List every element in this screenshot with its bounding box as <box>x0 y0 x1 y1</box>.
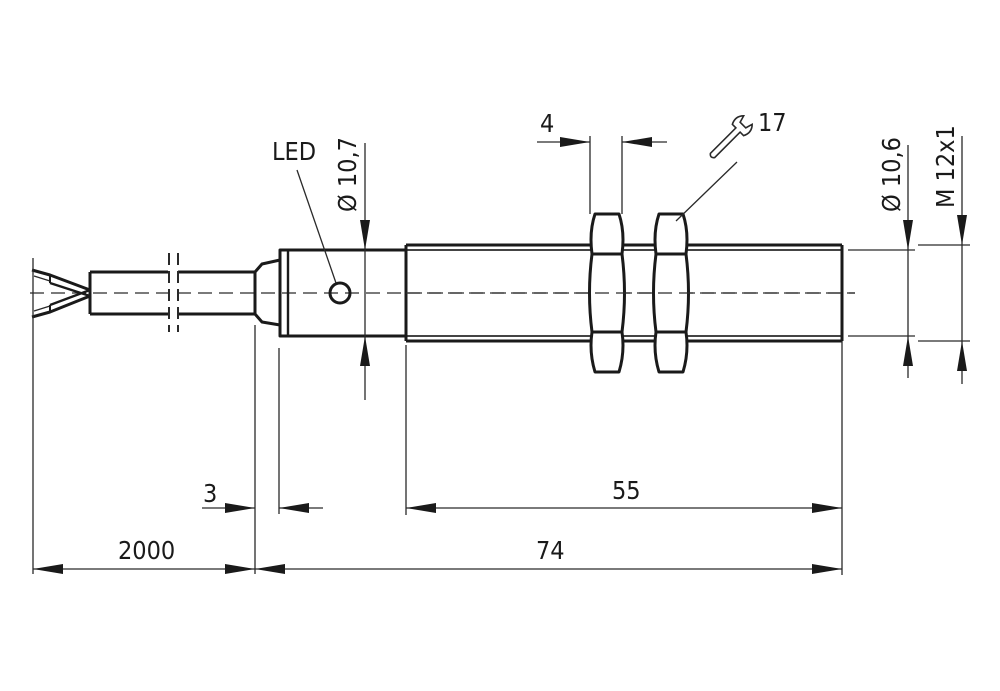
wrench-size-label: 17 <box>758 108 787 137</box>
cable-gland <box>253 258 281 327</box>
dim-nut-width: 4 <box>537 109 667 214</box>
offset-label: 3 <box>203 479 217 508</box>
led-label: LED <box>272 137 316 166</box>
thread-length-label: 55 <box>612 476 641 505</box>
wrench-icon <box>709 115 753 159</box>
nut-width-label: 4 <box>540 109 554 138</box>
dim-diameter-front: Ø 10,6 <box>877 137 913 378</box>
led-leader <box>296 169 337 284</box>
total-length-label: 74 <box>536 536 565 565</box>
cable-wires <box>31 268 91 319</box>
diameter-housing-label: Ø 10,7 <box>333 137 362 212</box>
dim-cable-length: 2000 <box>33 536 255 574</box>
cable-length-label: 2000 <box>118 536 175 565</box>
diameter-front-label: Ø 10,6 <box>877 137 906 212</box>
dim-total-length: 74 <box>255 536 842 574</box>
wrench-leader <box>675 161 738 222</box>
cable-jacket <box>88 253 255 332</box>
led-indicator <box>328 281 352 305</box>
dim-diameter-housing: Ø 10,7 <box>333 137 370 400</box>
dim-offset: 3 <box>202 479 323 513</box>
dim-thread-length: 55 <box>406 476 842 513</box>
dim-thread: M 12x1 <box>931 125 967 384</box>
thread-label: M 12x1 <box>931 125 960 208</box>
